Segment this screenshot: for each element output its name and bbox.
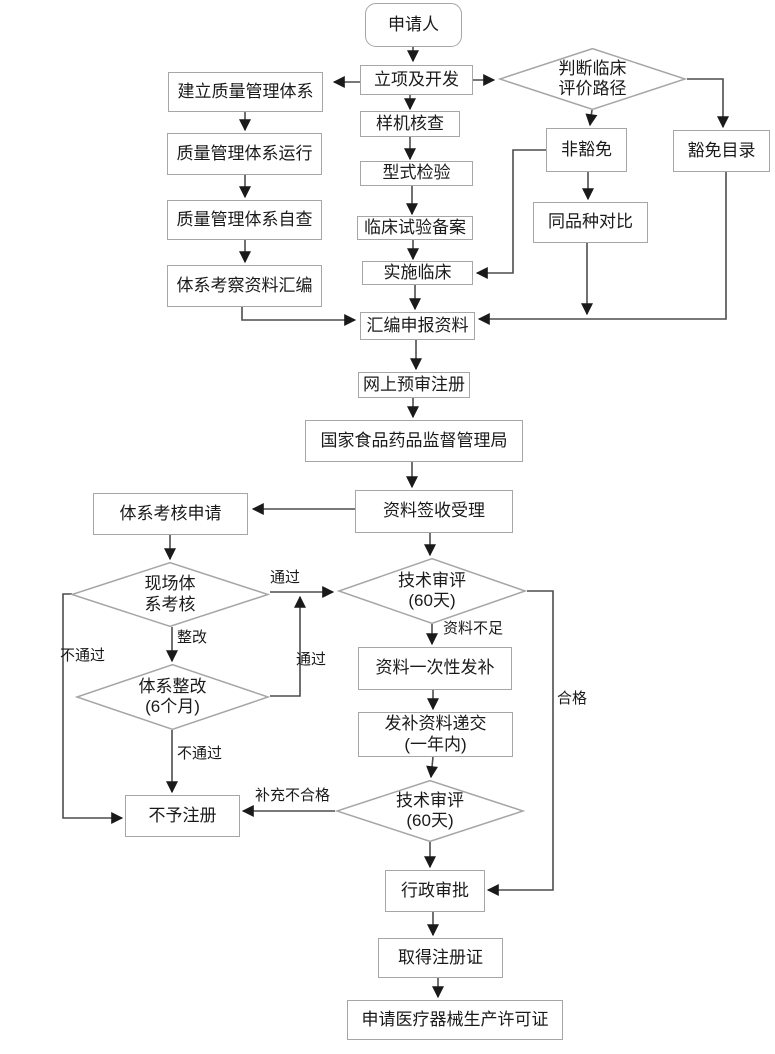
node-no-register: 不予注册 (125, 795, 240, 837)
edge-submit-techreview2 (426, 756, 439, 779)
node-clinical-filing-label: 临床试验备案 (364, 217, 466, 237)
node-compile-dossier: 汇编申报资料 (360, 312, 475, 340)
node-supplement-once-label: 资料一次性发补 (375, 658, 495, 678)
node-admin-approval: 行政审批 (385, 870, 485, 912)
node-qms-run: 质量管理体系运行 (167, 133, 322, 175)
node-type-test: 型式检验 (360, 161, 473, 186)
node-type-test-label: 型式检验 (382, 163, 451, 183)
edge-nonexempt-implement (475, 149, 546, 279)
node-supplement-submit: 发补资料递交 (一年内) (358, 712, 513, 757)
node-onsite-audit-label: 现场体 系考核 (144, 574, 196, 614)
edge-label-rectify: 整改 (177, 629, 208, 646)
node-clinical-implement: 实施临床 (362, 261, 473, 285)
node-compile-dossier-label: 汇编申报资料 (366, 315, 469, 335)
node-online-preregister: 网上预审注册 (358, 372, 470, 398)
edge-techreview1-adminapproval-qualified (486, 590, 554, 896)
node-prototype-check: 样机核查 (360, 111, 460, 137)
node-tech-review-1-decision: 技术审评 (60天) (337, 558, 527, 624)
node-non-exempt: 非豁免 (546, 128, 627, 172)
node-build-qms-label: 建立质量管理体系 (177, 81, 314, 101)
node-no-register-label: 不予注册 (148, 805, 217, 825)
edge-label-pass-top: 通过 (270, 569, 301, 586)
node-cfda-label: 国家食品药品监督管理局 (320, 430, 508, 450)
node-clinical-path-decision: 判断临床 评价路径 (498, 48, 687, 110)
diamond-shape (337, 558, 527, 624)
node-supplement-once: 资料一次性发补 (358, 647, 512, 690)
node-system-rectify-decision: 体系整改 (6个月) (75, 664, 270, 730)
node-qms-run-label: 质量管理体系运行 (176, 143, 313, 163)
node-online-preregister-label: 网上预审注册 (363, 374, 465, 394)
node-non-exempt-label: 非豁免 (561, 139, 612, 159)
node-qms-selfcheck: 质量管理体系自查 (167, 200, 322, 240)
node-same-variety: 同品种对比 (533, 202, 648, 243)
node-exempt-catalog: 豁免目录 (673, 130, 770, 172)
edge-clinicalpath-nonexempt (585, 109, 598, 127)
node-tech-review-2-decision: 技术审评 (60天) (335, 780, 525, 842)
node-obtain-cert-label: 取得注册证 (398, 947, 483, 967)
edge-systemrectify-pass-up (270, 595, 306, 697)
edge-label-supplement-unqualified: 补充不合格 (255, 787, 331, 804)
node-build-qms: 建立质量管理体系 (168, 72, 323, 112)
diamond-shape (70, 562, 270, 627)
diamond-shape (335, 780, 525, 842)
node-tech-review-1-label: 技术审评 (60天) (398, 570, 466, 610)
node-production-license: 申请医疗器械生产许可证 (347, 1000, 563, 1040)
edge-label-fail-down: 不通过 (177, 745, 223, 762)
edge-label-pass-up: 通过 (296, 651, 327, 668)
node-acceptance-label: 资料签收受理 (383, 501, 485, 521)
edge-label-qualified: 合格 (557, 690, 588, 707)
diamond-shape (498, 48, 687, 110)
node-project-dev: 立项及开发 (360, 65, 473, 95)
node-cfda: 国家食品药品监督管理局 (305, 420, 523, 462)
node-clinical-implement-label: 实施临床 (383, 262, 452, 282)
edge-systemdossier-compile (241, 307, 357, 326)
node-applicant-label: 申请人 (388, 14, 439, 34)
node-tech-review-2-label: 技术审评 (60天) (396, 790, 464, 830)
node-obtain-cert: 取得注册证 (378, 938, 503, 978)
node-system-rectify-label: 体系整改 (6个月) (138, 676, 207, 716)
node-system-dossier: 体系考察资料汇编 (167, 265, 322, 307)
node-qms-selfcheck-label: 质量管理体系自查 (176, 209, 313, 229)
node-clinical-path-label: 判断临床 评价路径 (558, 58, 627, 98)
node-acceptance: 资料签收受理 (355, 490, 513, 533)
node-exempt-catalog-label: 豁免目录 (687, 140, 756, 160)
node-production-license-label: 申请医疗器械生产许可证 (361, 1009, 549, 1029)
diamond-shape (75, 664, 270, 730)
edge-clinicalpath-exemptcatalog (687, 78, 729, 129)
node-onsite-audit-decision: 现场体 系考核 (70, 562, 270, 627)
node-clinical-filing: 临床试验备案 (357, 216, 473, 240)
node-supplement-submit-label: 发补资料递交 (一年内) (384, 714, 487, 754)
edge-onsiteaudit-noregister-fail (62, 593, 124, 824)
node-project-dev-label: 立项及开发 (374, 69, 459, 89)
node-admin-approval-label: 行政审批 (401, 880, 469, 900)
node-applicant: 申请人 (365, 3, 462, 47)
node-system-audit-apply: 体系考核申请 (93, 493, 248, 535)
edge-exemptcatalog-compile (477, 172, 727, 325)
node-system-dossier-label: 体系考察资料汇编 (176, 275, 313, 295)
node-same-variety-label: 同品种对比 (548, 212, 633, 232)
node-prototype-check-label: 样机核查 (376, 113, 444, 133)
edge-label-insufficient: 资料不足 (443, 620, 504, 637)
edge-label-fail-left: 不通过 (60, 647, 106, 664)
node-system-audit-apply-label: 体系考核申请 (119, 503, 222, 523)
